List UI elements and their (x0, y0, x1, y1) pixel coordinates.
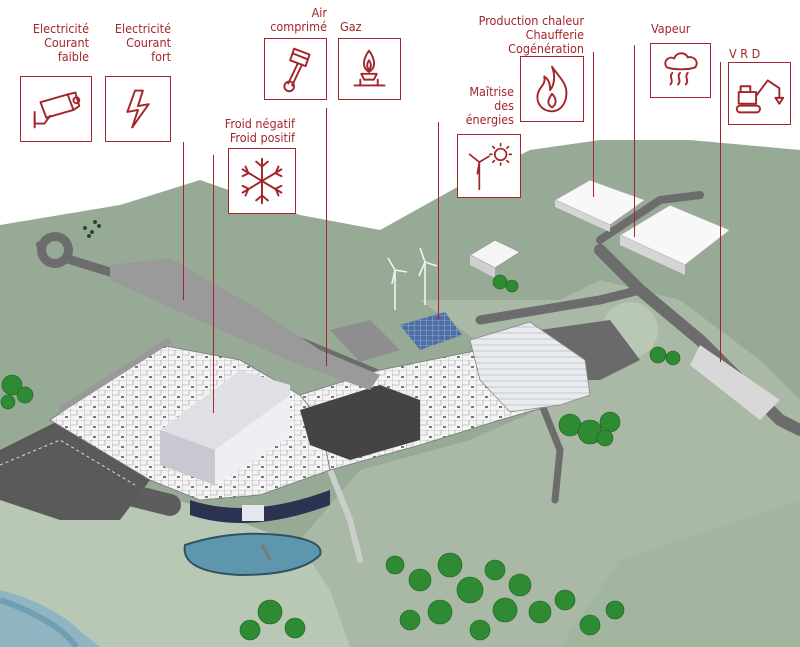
excavator-icon (728, 62, 791, 125)
label-vapeur: Vapeur (651, 21, 691, 36)
camera-icon (20, 76, 92, 142)
label-gaz: Gaz (340, 19, 362, 34)
steam-cloud-icon (650, 43, 711, 98)
parking-lot (0, 420, 150, 520)
utility-buildings (400, 179, 731, 350)
retention-pond (183, 532, 322, 577)
gas-flame-icon (338, 38, 401, 100)
leader-line-vapeur (634, 45, 635, 237)
trees (0, 274, 681, 641)
piston-icon (264, 38, 327, 100)
label-vrd: V R D (729, 46, 761, 61)
snowflake-icon (228, 148, 296, 214)
leader-line-air (326, 108, 327, 366)
lightning-icon (105, 76, 171, 142)
wind-turbines (387, 247, 438, 310)
leader-line-elec-fort (183, 142, 184, 300)
solar-panels (400, 312, 462, 350)
leader-line-froid (213, 155, 214, 413)
logistics-wing (110, 258, 380, 390)
fire-icon (520, 56, 584, 122)
wind-sun-icon (457, 134, 521, 198)
leader-line-energies (438, 122, 439, 320)
leader-line-chaleur (593, 52, 594, 197)
leader-line-vrd (720, 62, 721, 362)
main-factory (49, 321, 591, 523)
